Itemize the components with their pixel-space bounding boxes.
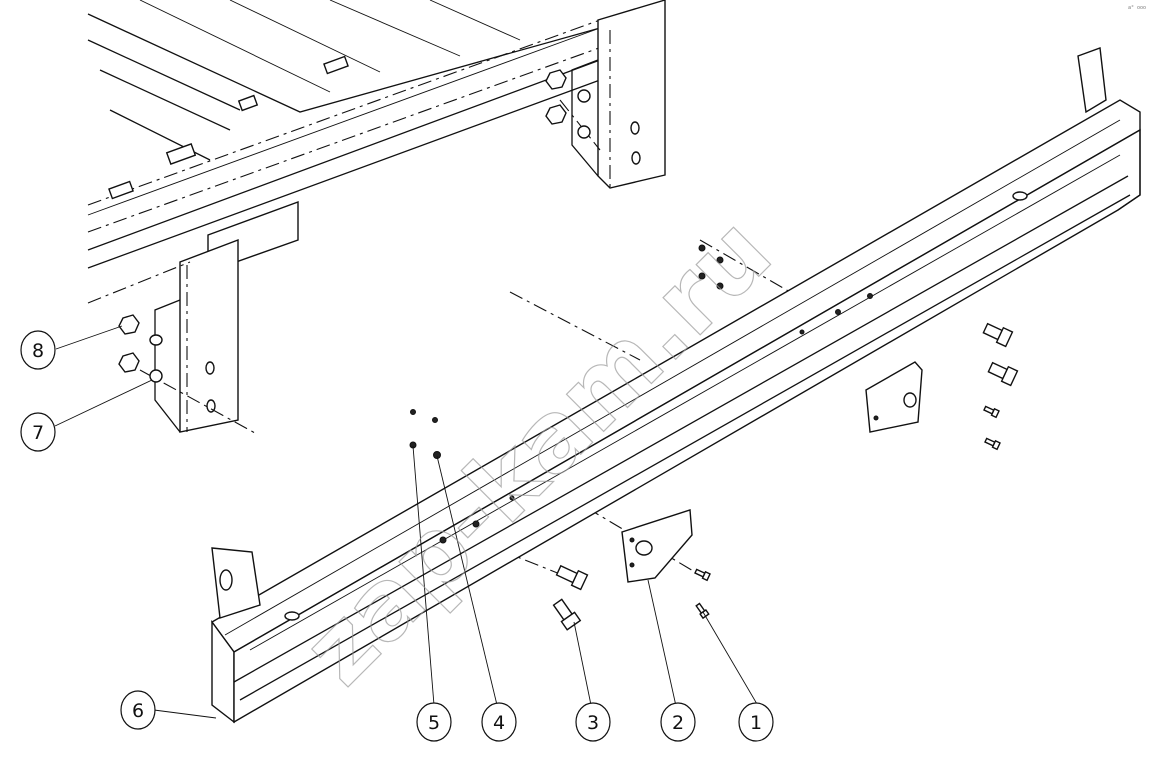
nuts-and-washers-left xyxy=(118,314,163,383)
callouts: 1 2 3 4 5 6 7 8 xyxy=(20,330,774,742)
leader-lines xyxy=(54,325,765,719)
callout-label: 1 xyxy=(750,712,762,734)
callout-label: 7 xyxy=(32,422,44,444)
callout-label: 6 xyxy=(132,700,144,722)
callout-label: 2 xyxy=(672,712,684,734)
frame-assembly xyxy=(87,0,666,433)
callout-6: 6 xyxy=(120,690,156,730)
callout-4: 4 xyxy=(481,702,517,742)
callout-7: 7 xyxy=(20,412,56,452)
callout-1: 1 xyxy=(738,702,774,742)
nuts-and-washers-upper xyxy=(545,69,591,139)
watermark-text: zap-kam.ru xyxy=(282,196,793,707)
callout-2: 2 xyxy=(660,702,696,742)
callout-label: 3 xyxy=(587,712,599,734)
bolts xyxy=(552,322,1019,631)
callout-label: 5 xyxy=(428,712,440,734)
small-nuts-and-washers xyxy=(409,409,441,459)
corner-mark: a° ooo xyxy=(1128,5,1146,11)
callout-label: 8 xyxy=(32,340,44,362)
bumper-beam xyxy=(210,47,1141,724)
bracket-plates xyxy=(621,361,923,583)
callout-3: 3 xyxy=(575,702,611,742)
callout-5: 5 xyxy=(416,702,452,742)
callout-label: 4 xyxy=(493,712,505,734)
callout-8: 8 xyxy=(20,330,56,370)
watermark: zap-kam.ru xyxy=(281,195,793,707)
